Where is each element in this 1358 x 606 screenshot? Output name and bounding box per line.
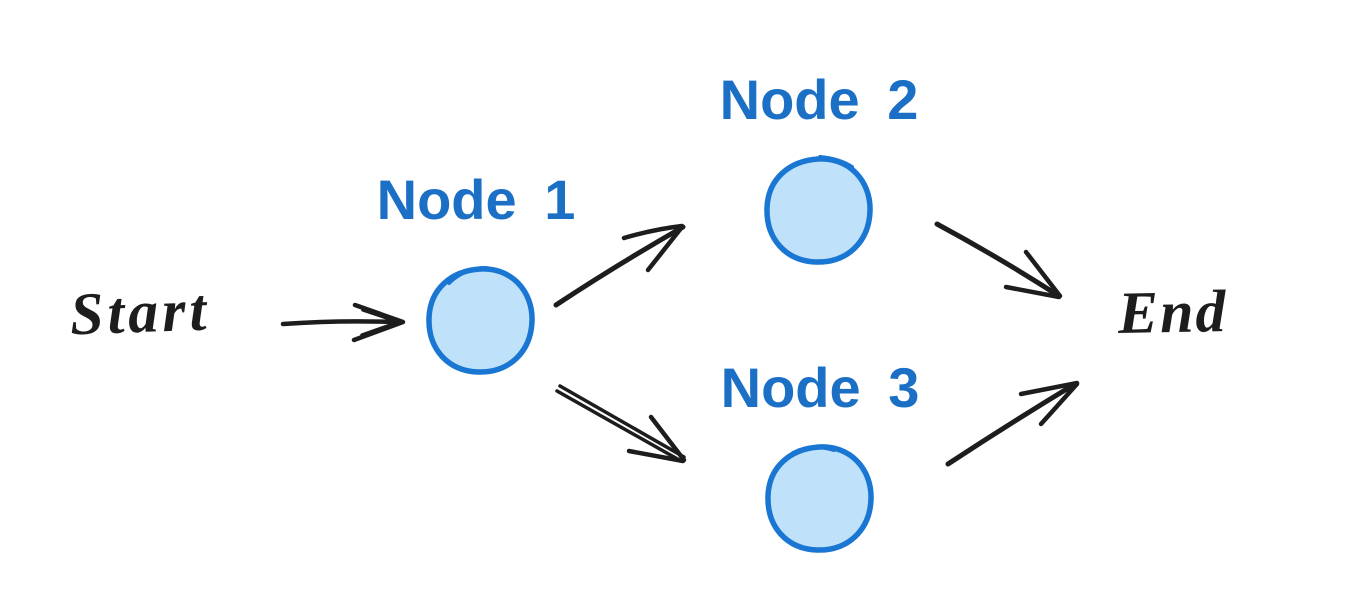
edge-line (945, 381, 1078, 467)
arrowhead-icon (621, 223, 685, 241)
node-3-label: Node 3 (720, 356, 920, 419)
arrowhead-icon (1038, 381, 1080, 427)
edge-node2-to-end (934, 221, 1063, 300)
node-2-circle (764, 155, 873, 265)
edge-line (558, 384, 686, 459)
node-circle-overlap-stroke (818, 155, 854, 169)
arrowhead-icon (1023, 249, 1063, 299)
edge-node3-to-end (945, 380, 1080, 467)
edge-node1-to-node2 (553, 223, 686, 308)
arrowhead-icon (351, 302, 406, 343)
node-1-circle (426, 266, 535, 375)
arrowhead-icon (1018, 380, 1080, 397)
arrowhead-icon (1003, 284, 1062, 300)
edge-line (280, 319, 397, 327)
node-circle-shape (426, 266, 535, 375)
node-circle-shape (765, 444, 874, 553)
node-circle-overlap-stroke (791, 445, 836, 455)
node-circle-shape (764, 156, 873, 265)
edge-line (934, 221, 1062, 299)
arrowhead-icon (648, 414, 687, 463)
node-2-label: Node 2 (719, 68, 919, 131)
end-label: End (1117, 278, 1228, 346)
start-label: Start (68, 276, 212, 348)
edge-line (553, 224, 686, 308)
edge-start-to-node1 (280, 302, 406, 343)
arrowhead-icon (626, 448, 686, 464)
node-3-circle (765, 444, 874, 553)
node-1-label: Node 1 (376, 168, 576, 231)
arrowhead-icon (645, 224, 685, 273)
edge-line (555, 389, 683, 463)
edge-node1-to-node3 (555, 384, 687, 464)
node-circle-overlap-stroke (447, 266, 488, 285)
arrowhead-icon (360, 308, 401, 337)
